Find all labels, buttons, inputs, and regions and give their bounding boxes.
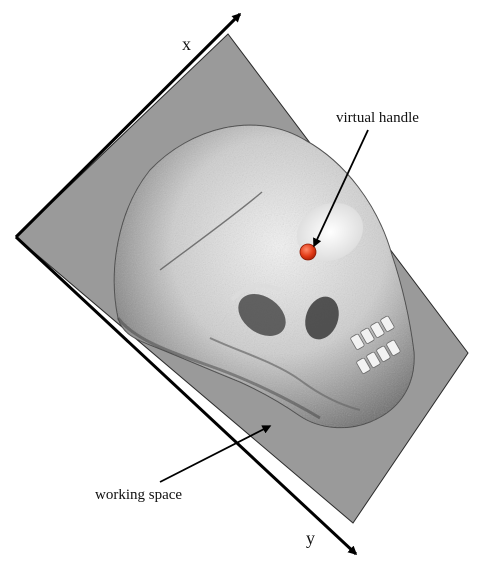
space-pointer-arrow	[160, 426, 270, 482]
skull-image	[114, 125, 414, 428]
virtual-handle-marker	[300, 244, 316, 260]
virtual-handle-label: virtual handle	[336, 110, 419, 126]
working-space-label: working space	[95, 487, 182, 503]
x-axis-label: x	[182, 34, 191, 54]
y-axis-label: y	[306, 528, 315, 548]
